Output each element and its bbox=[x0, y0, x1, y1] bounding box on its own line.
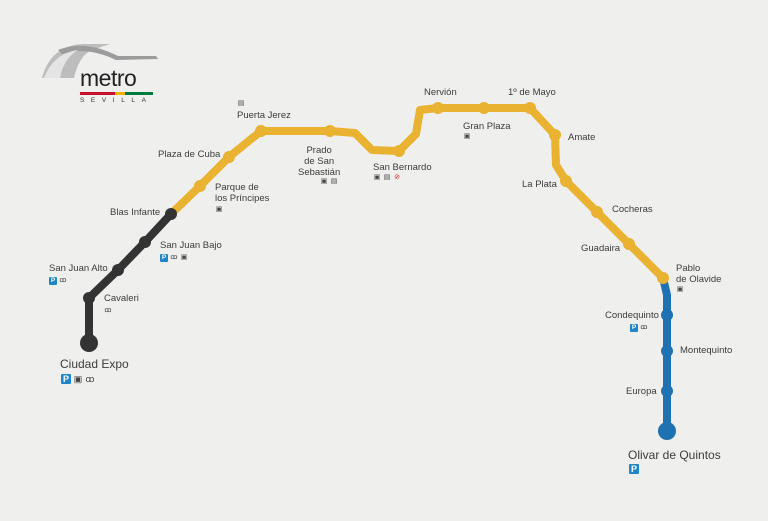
station-dot-san-juan-alto[interactable] bbox=[112, 264, 124, 276]
bus-icon: ▣ bbox=[676, 286, 684, 293]
station-dot-puerta-jerez[interactable] bbox=[255, 125, 267, 137]
bike-icon: ꝏ bbox=[59, 277, 67, 284]
bus-icon: ▣ bbox=[215, 206, 223, 213]
station-label-blas-infante[interactable]: Blas Infante bbox=[110, 207, 161, 218]
station-services-pablo-de-olavide: ▣ bbox=[676, 286, 684, 294]
station-label-amate[interactable]: Amate bbox=[568, 132, 596, 143]
bike-icon: ꝏ bbox=[85, 374, 95, 384]
logo-arch-icon bbox=[42, 44, 158, 78]
station-label-puerta-jerez[interactable]: Puerta Jerez bbox=[237, 110, 291, 121]
parking-icon: P bbox=[629, 464, 639, 474]
station-services-puerta-jerez: ▤ bbox=[237, 100, 245, 108]
train-icon: ▤ bbox=[383, 174, 391, 181]
station-dot-1-de-mayo[interactable] bbox=[524, 102, 536, 114]
parking-icon: P bbox=[49, 277, 57, 285]
station-dot-nervion[interactable] bbox=[432, 102, 444, 114]
bus-icon: ▣ bbox=[373, 174, 381, 181]
station-dot-pablo-de-olavide[interactable] bbox=[657, 272, 669, 284]
station-services-gran-plaza: ▣ bbox=[463, 133, 471, 141]
station-label-san-bernardo[interactable]: San Bernardo bbox=[373, 162, 432, 173]
station-dot-cocheras[interactable] bbox=[591, 206, 603, 218]
bus-icon: ▣ bbox=[180, 254, 188, 261]
station-label-san-juan-bajo[interactable]: San Juan Bajo bbox=[160, 240, 222, 251]
train-icon: ▤ bbox=[330, 178, 338, 185]
station-label-nervion[interactable]: Nervión bbox=[424, 87, 457, 98]
station-label-san-juan-alto[interactable]: San Juan Alto bbox=[49, 263, 108, 274]
bike-icon: ꝏ bbox=[170, 254, 178, 261]
station-dot-condequinto[interactable] bbox=[661, 309, 673, 321]
bus-icon: ▣ bbox=[463, 133, 471, 140]
station-label-europa[interactable]: Europa bbox=[626, 386, 657, 397]
station-services-ciudad-expo: P▣ꝏ bbox=[61, 374, 95, 384]
station-dot-blas-infante[interactable] bbox=[165, 208, 177, 220]
no-parking-icon: ⊘ bbox=[394, 174, 400, 181]
parking-icon: P bbox=[160, 254, 168, 262]
station-label-cocheras[interactable]: Cocheras bbox=[612, 204, 653, 215]
station-dot-plaza-de-cuba[interactable] bbox=[223, 151, 235, 163]
logo-subtitle: SEVILLA bbox=[80, 97, 153, 104]
bus-icon: ▣ bbox=[73, 374, 83, 384]
station-dot-san-juan-bajo[interactable] bbox=[139, 236, 151, 248]
station-dot-olivar-de-quintos[interactable] bbox=[658, 422, 676, 440]
bus-icon: ▣ bbox=[320, 178, 328, 185]
station-dot-la-plata[interactable] bbox=[560, 175, 572, 187]
station-dot-montequinto[interactable] bbox=[661, 345, 673, 357]
station-dot-europa[interactable] bbox=[661, 385, 673, 397]
station-services-olivar-de-quintos: P bbox=[629, 464, 639, 474]
station-dot-amate[interactable] bbox=[549, 129, 561, 141]
station-services-parque-de-los-principes: ▣ bbox=[215, 206, 223, 214]
station-dot-san-bernardo[interactable] bbox=[393, 145, 405, 157]
station-services-san-bernardo: ▣▤⊘ bbox=[373, 174, 401, 182]
parking-icon: P bbox=[61, 374, 71, 384]
station-label-condequinto[interactable]: Condequinto bbox=[605, 310, 659, 321]
station-label-cavaleri[interactable]: Cavaleri bbox=[104, 293, 139, 304]
station-dot-ciudad-expo[interactable] bbox=[80, 334, 98, 352]
metro-sevilla-logo: metro SEVILLA bbox=[38, 40, 163, 105]
train-icon: ▤ bbox=[237, 100, 245, 107]
station-dot-cavaleri[interactable] bbox=[83, 292, 95, 304]
station-services-prado-de-san-sebastian: ▣▤ bbox=[320, 178, 338, 186]
logo-color-bar bbox=[80, 92, 153, 95]
station-label-guadaira[interactable]: Guadaira bbox=[581, 243, 621, 254]
station-dot-gran-plaza[interactable] bbox=[478, 102, 490, 114]
station-label-gran-plaza[interactable]: Gran Plaza bbox=[463, 121, 511, 132]
station-label-montequinto[interactable]: Montequinto bbox=[680, 345, 733, 356]
station-dot-guadaira[interactable] bbox=[623, 238, 635, 250]
station-label-olivar-de-quintos[interactable]: Olivar de Quintos bbox=[628, 448, 721, 462]
blue-segment-line bbox=[659, 277, 671, 431]
logo-text: metro bbox=[80, 65, 137, 91]
bike-icon: ꝏ bbox=[640, 324, 648, 331]
bike-icon: ꝏ bbox=[104, 307, 112, 314]
station-services-cavaleri: ꝏ bbox=[104, 307, 112, 315]
parking-icon: P bbox=[630, 324, 638, 332]
station-label-1-de-mayo[interactable]: 1º de Mayo bbox=[508, 87, 556, 98]
station-dot-prado-de-san-sebastian[interactable] bbox=[324, 125, 336, 137]
station-label-plaza-de-cuba[interactable]: Plaza de Cuba bbox=[158, 149, 221, 160]
black-segment-line bbox=[85, 211, 174, 343]
station-dot-parque-de-los-principes[interactable] bbox=[194, 180, 206, 192]
station-label-ciudad-expo[interactable]: Ciudad Expo bbox=[60, 357, 129, 371]
station-label-la-plata[interactable]: La Plata bbox=[522, 179, 557, 190]
